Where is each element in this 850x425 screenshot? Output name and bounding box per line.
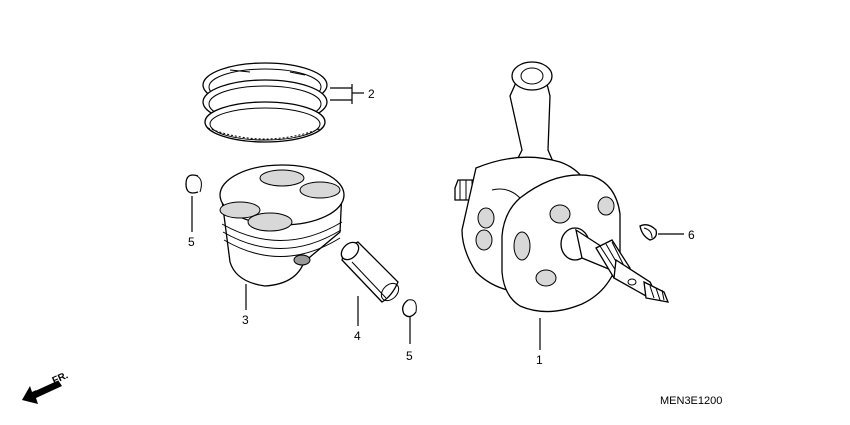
diagram-code: MEN3E1200 bbox=[660, 395, 722, 407]
woodruff-key bbox=[639, 224, 658, 241]
piston-ring-set bbox=[202, 62, 328, 143]
pin-clip-left bbox=[185, 174, 202, 194]
callout-3: 3 bbox=[242, 313, 249, 327]
piston-pin bbox=[340, 241, 400, 303]
piston bbox=[219, 164, 345, 287]
callout-2-leader bbox=[330, 84, 364, 104]
callout-4: 4 bbox=[354, 329, 361, 343]
direction-label: FR. bbox=[51, 370, 70, 387]
callout-5-left: 5 bbox=[188, 235, 195, 249]
pin-clip-right bbox=[402, 299, 417, 318]
callout-6: 6 bbox=[688, 228, 695, 242]
front-direction-arrow bbox=[22, 379, 62, 404]
callout-1: 1 bbox=[536, 353, 543, 367]
callout-2: 2 bbox=[368, 87, 375, 101]
callout-5-right: 5 bbox=[406, 349, 413, 363]
crankshaft bbox=[454, 61, 670, 313]
